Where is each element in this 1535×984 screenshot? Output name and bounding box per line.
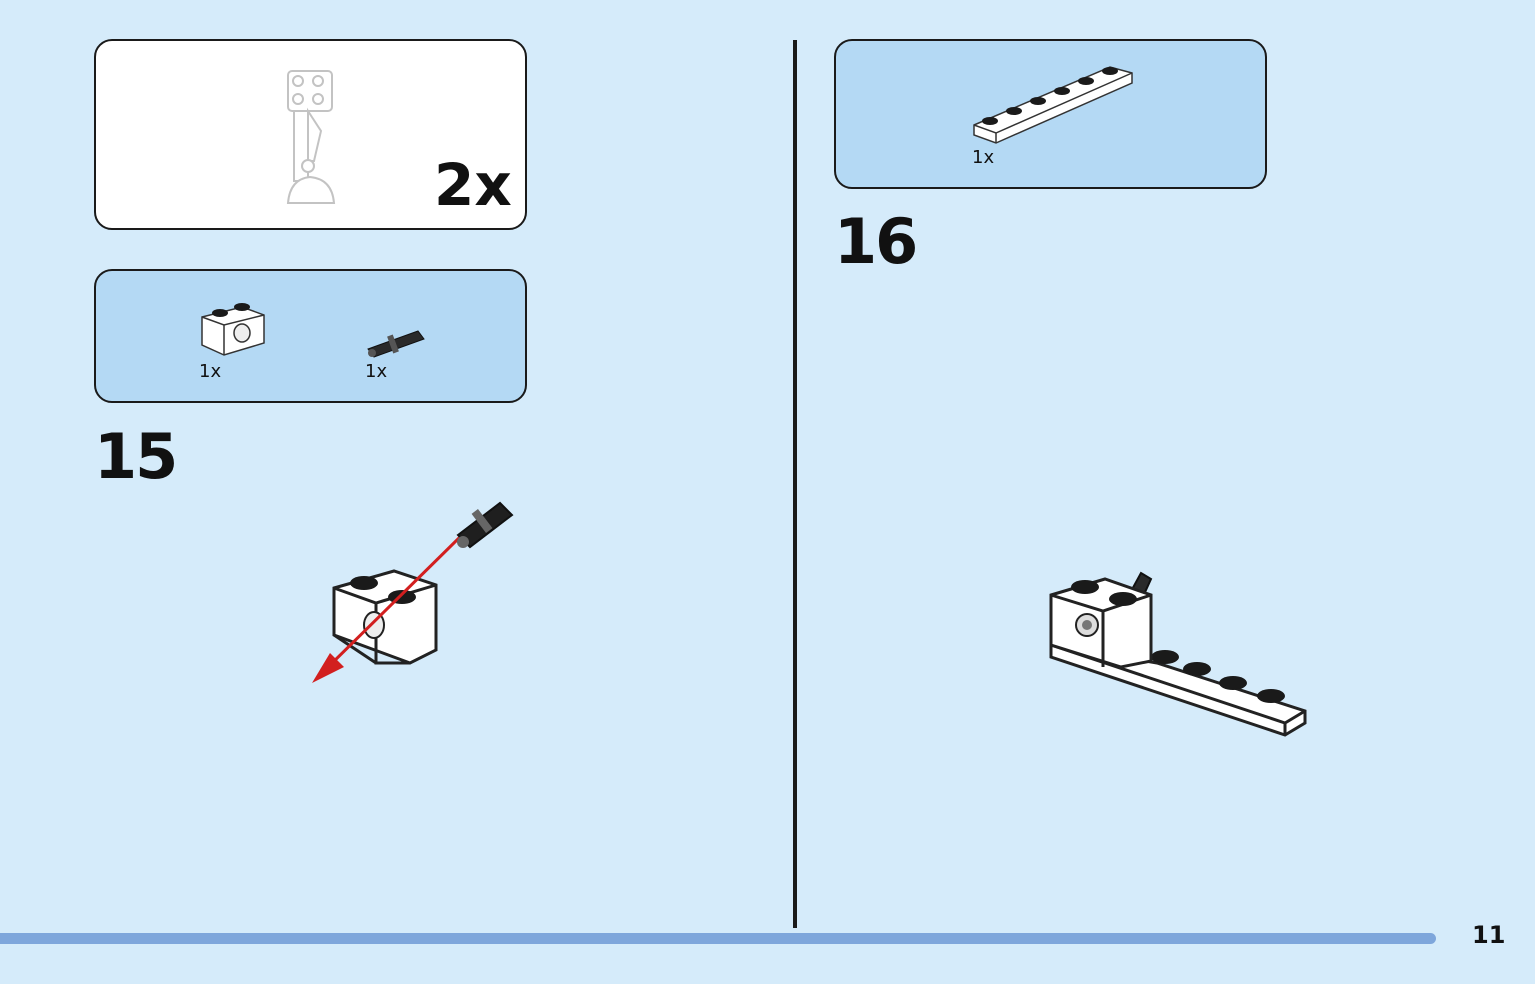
step-16-parts-box: 1x [834, 39, 1267, 189]
subassembly-multiplier: 2x [434, 151, 512, 219]
arrow-head-icon [312, 653, 344, 683]
step-15-assembly-diagram [312, 501, 514, 683]
black-technic-pin-icon [456, 501, 514, 549]
white-technic-brick-icon [332, 569, 438, 665]
part-qty: 1x [199, 361, 222, 382]
page-divider [793, 40, 797, 928]
step-number: 16 [834, 205, 918, 278]
black-technic-pin-icon [367, 330, 425, 358]
page-number: 11 [1472, 921, 1506, 949]
step-16-assembly-diagram [1049, 571, 1307, 737]
step-number: 15 [94, 420, 178, 493]
part-qty: 1x [365, 361, 388, 382]
subassembly-callout: 2x [94, 39, 527, 230]
white-plate-1x6-icon [973, 66, 1133, 144]
subassembly-preview-icon [286, 70, 336, 204]
part-qty: 1x [972, 147, 995, 168]
step-15-parts-box: 1x 1x [94, 269, 527, 403]
white-technic-brick-1x2-icon [201, 303, 265, 356]
footer-bar [0, 933, 1436, 944]
